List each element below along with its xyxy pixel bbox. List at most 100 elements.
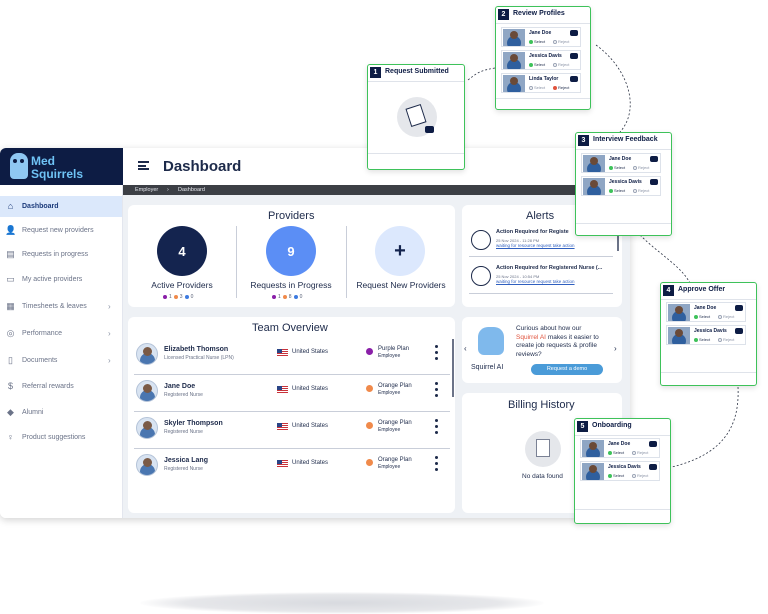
member-plan: Orange Plan bbox=[378, 457, 412, 463]
reject-option[interactable]: Reject bbox=[632, 450, 648, 455]
reject-option[interactable]: Reject bbox=[553, 85, 569, 90]
reject-option[interactable]: Reject bbox=[718, 314, 734, 319]
member-type: Employee bbox=[378, 464, 401, 470]
request-demo-button[interactable]: Request a demo bbox=[531, 364, 603, 375]
table-row[interactable]: Jessica Lang Registered Nurse United Sta… bbox=[134, 448, 450, 485]
calendar-icon: ▦ bbox=[6, 301, 15, 311]
profile-name: Jessica Davis bbox=[694, 328, 727, 334]
active-providers-breakdown: 1 3 0 bbox=[163, 294, 193, 300]
profile-card[interactable]: Jane Doe Select Reject bbox=[501, 27, 581, 47]
request-new-providers-label: Request New Providers bbox=[356, 280, 446, 290]
eye-icon[interactable] bbox=[650, 179, 658, 185]
money-bag-icon: $ bbox=[7, 381, 13, 391]
eye-icon[interactable] bbox=[735, 305, 743, 311]
profile-card[interactable]: Jessica Davis Select Reject bbox=[501, 50, 581, 70]
profile-name: Linda Taylor bbox=[529, 76, 559, 82]
profile-card[interactable]: Jessica Davis Select Reject bbox=[581, 176, 661, 196]
sidebar-item-my-active-providers[interactable]: ▭ My active providers bbox=[0, 269, 122, 290]
target-icon: ◎ bbox=[6, 328, 15, 338]
sidebar-item-referral-rewards[interactable]: $ Referral rewards bbox=[0, 376, 122, 397]
alerts-card: Alerts Action Required for Registe 25 No… bbox=[462, 205, 622, 307]
divider bbox=[134, 411, 450, 412]
select-option[interactable]: Select bbox=[609, 165, 625, 170]
sidebar-item-label: Request new providers bbox=[22, 227, 94, 234]
chevron-right-icon: › bbox=[108, 302, 111, 311]
chevron-right-icon: › bbox=[108, 329, 111, 338]
carousel-next-icon[interactable]: › bbox=[614, 344, 617, 353]
select-option[interactable]: Select bbox=[608, 473, 624, 478]
more-options-icon[interactable] bbox=[434, 456, 438, 472]
reject-option[interactable]: Reject bbox=[632, 473, 648, 478]
reject-option[interactable]: Reject bbox=[553, 39, 569, 44]
divider bbox=[576, 223, 671, 224]
more-options-icon[interactable] bbox=[434, 345, 438, 361]
eye-icon[interactable] bbox=[650, 156, 658, 162]
us-flag-icon bbox=[277, 460, 288, 467]
profile-card[interactable]: Jane Doe Select Reject bbox=[580, 438, 660, 458]
sidebar-item-label: Alumni bbox=[22, 409, 44, 416]
table-row[interactable]: Skyler Thompson Registered Nurse United … bbox=[134, 411, 450, 448]
sidebar-item-request-new-providers[interactable]: 👤 Request new providers bbox=[0, 220, 122, 241]
eye-icon[interactable] bbox=[649, 441, 657, 447]
scrollbar[interactable] bbox=[617, 225, 619, 251]
step-onboarding-card: 5 Onboarding Jane Doe Select Reject Jess… bbox=[574, 418, 671, 524]
profile-card[interactable]: Jessica Davis Select Reject bbox=[580, 461, 660, 481]
member-name: Jane Doe bbox=[164, 383, 196, 390]
select-option[interactable]: Select bbox=[529, 39, 545, 44]
avatar bbox=[668, 327, 690, 344]
menu-icon[interactable] bbox=[138, 161, 149, 170]
reject-option[interactable]: Reject bbox=[633, 188, 649, 193]
more-options-icon[interactable] bbox=[434, 382, 438, 398]
reject-option[interactable]: Reject bbox=[633, 165, 649, 170]
sidebar-item-product-suggestions[interactable]: ♀ Product suggestions bbox=[0, 427, 122, 448]
divider bbox=[661, 299, 756, 300]
table-row[interactable]: Elizabeth Thomson Licensed Practical Nur… bbox=[134, 337, 450, 374]
eye-icon[interactable] bbox=[570, 30, 578, 36]
alert-link[interactable]: waiting for resource request take action bbox=[496, 279, 575, 284]
sidebar-item-label: Performance bbox=[22, 330, 63, 337]
sidebar-item-documents[interactable]: ▯ Documents › bbox=[0, 350, 122, 371]
scrollbar[interactable] bbox=[452, 339, 454, 397]
document-icon: ▯ bbox=[8, 355, 13, 365]
eye-icon[interactable] bbox=[570, 53, 578, 59]
breadcrumb-root[interactable]: Employer bbox=[135, 187, 159, 193]
sidebar-item-performance[interactable]: ◎ Performance › bbox=[0, 323, 122, 344]
select-option[interactable]: Select bbox=[608, 450, 624, 455]
alert-title: Action Required for Registered Nurse (..… bbox=[496, 265, 603, 271]
logo[interactable]: Med Squirrels bbox=[0, 148, 123, 185]
more-options-icon[interactable] bbox=[434, 419, 438, 435]
avatar bbox=[668, 304, 690, 321]
table-row[interactable]: Jane Doe Registered Nurse United States … bbox=[134, 374, 450, 411]
step-number: 4 bbox=[663, 285, 674, 296]
select-option[interactable]: Select bbox=[694, 314, 710, 319]
carousel-prev-icon[interactable]: ‹ bbox=[464, 344, 467, 353]
sidebar-item-requests-in-progress[interactable]: ▤ Requests in progress bbox=[0, 244, 122, 265]
member-plan: Orange Plan bbox=[378, 420, 412, 426]
reject-option[interactable]: Reject bbox=[553, 62, 569, 67]
eye-icon[interactable] bbox=[649, 464, 657, 470]
profile-card[interactable]: Jane Doe Select Reject bbox=[666, 302, 746, 322]
alert-link[interactable]: waiting for resource request take action bbox=[496, 243, 575, 248]
active-providers-count[interactable]: 4 bbox=[157, 226, 207, 276]
request-new-providers-button[interactable]: + bbox=[375, 226, 425, 276]
plan-dot bbox=[366, 348, 373, 355]
select-option[interactable]: Select bbox=[694, 337, 710, 342]
sidebar-item-alumni[interactable]: ◆ Alumni bbox=[0, 402, 122, 423]
sidebar-item-label: My active providers bbox=[22, 276, 83, 283]
eye-icon[interactable] bbox=[735, 328, 743, 334]
sidebar-item-timesheets[interactable]: ▦ Timesheets & leaves › bbox=[0, 296, 122, 317]
avatar bbox=[503, 29, 525, 46]
requests-in-progress-count[interactable]: 9 bbox=[266, 226, 316, 276]
requests-in-progress-breakdown: 1 8 0 bbox=[272, 294, 302, 300]
sidebar-item-dashboard[interactable]: ⌂ Dashboard bbox=[0, 196, 122, 217]
profile-card[interactable]: Jessica Davis Select Reject bbox=[666, 325, 746, 345]
profile-card[interactable]: Jane Doe Select Reject bbox=[581, 153, 661, 173]
select-option[interactable]: Select bbox=[609, 188, 625, 193]
select-option[interactable]: Select bbox=[529, 85, 545, 90]
select-option[interactable]: Select bbox=[529, 62, 545, 67]
member-country: United States bbox=[292, 460, 329, 466]
profile-card[interactable]: Linda Taylor Select Reject bbox=[501, 73, 581, 93]
dashboard-content: Providers 4 Active Providers 1 3 0 9 Req… bbox=[123, 195, 630, 518]
reject-option[interactable]: Reject bbox=[718, 337, 734, 342]
eye-icon[interactable] bbox=[570, 76, 578, 82]
